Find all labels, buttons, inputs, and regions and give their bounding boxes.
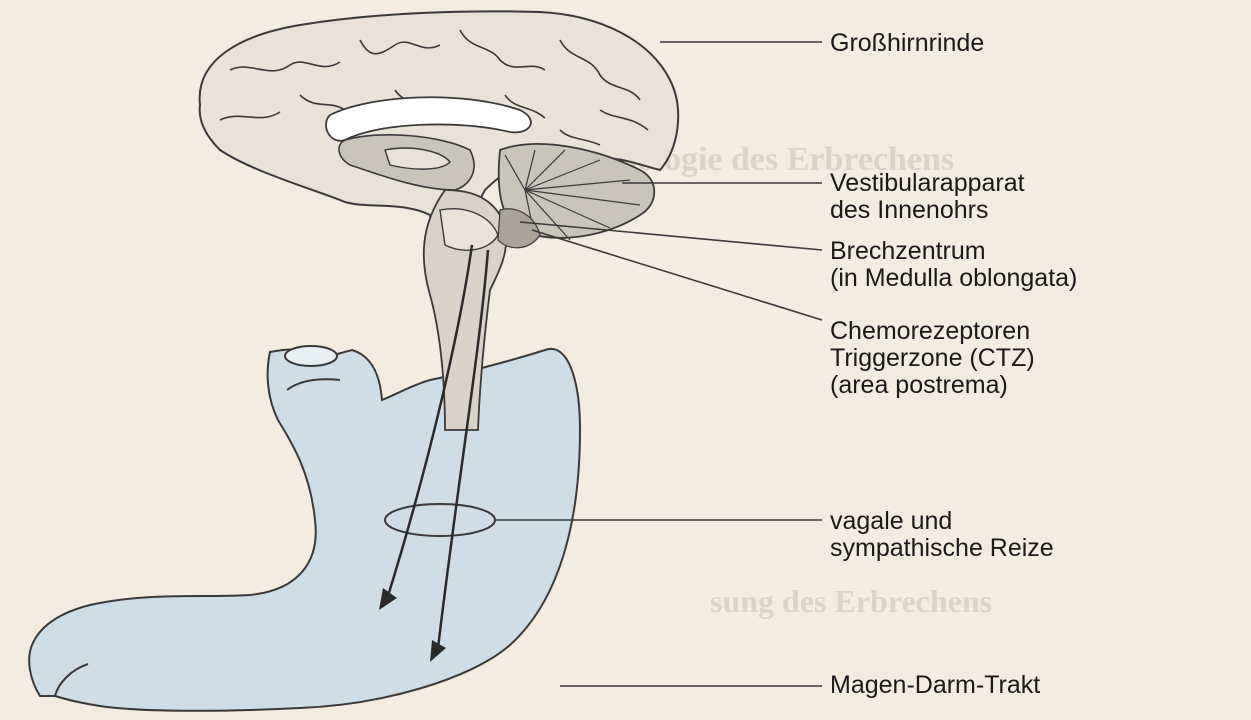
label-gi-tract: Magen-Darm-Trakt bbox=[830, 672, 1040, 699]
label-vomiting-center: Brechzentrum (in Medulla oblongata) bbox=[830, 238, 1077, 292]
label-ctz: Chemorezeptoren Triggerzone (CTZ) (area … bbox=[830, 318, 1035, 399]
label-cortex: Großhirnrinde bbox=[830, 30, 984, 57]
label-vestibular: Vestibularapparat des Innenohrs bbox=[830, 170, 1025, 224]
label-vagal: vagale und sympathische Reize bbox=[830, 508, 1054, 562]
bleed-heading-2: sung des Erbrechens bbox=[710, 583, 992, 619]
stomach-illustration bbox=[29, 346, 580, 711]
